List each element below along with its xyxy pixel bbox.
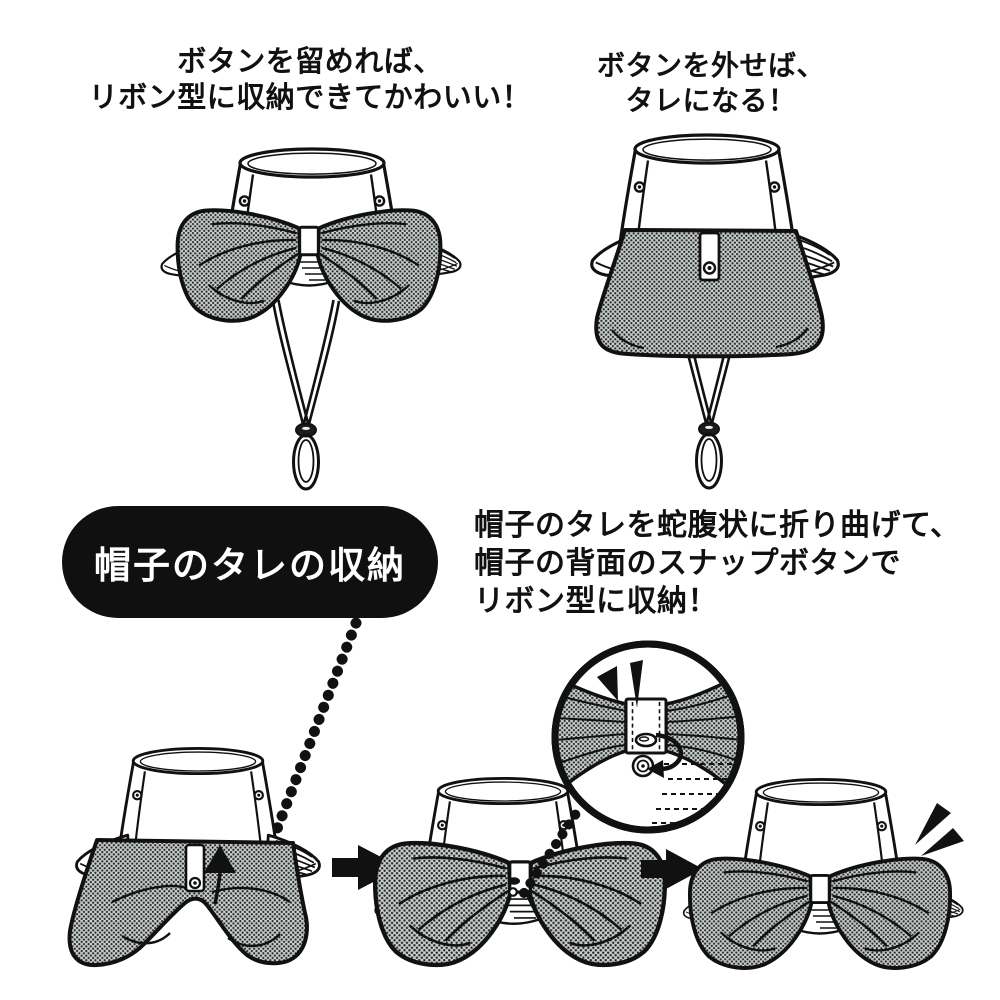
leader-bead-line-zoom [519, 807, 582, 898]
snap-button-icon [634, 732, 658, 748]
caption-line: ボタンを外せば、 [596, 50, 825, 81]
hat-bow-step3-illustration [682, 777, 964, 968]
step-arrow-icon [641, 849, 703, 889]
instruction-line: リボン型に収納！ [474, 585, 718, 618]
fasten-arrow-icon [655, 732, 683, 772]
caption-line: ボタンを留めれば、 [177, 46, 443, 78]
hat-flap [594, 228, 825, 359]
hat-flap-folding [67, 838, 309, 968]
instruction-line: 帽子の背面のスナップボタンで [474, 547, 901, 580]
hat-flap-cord-illustration [590, 133, 840, 490]
emphasis-marks-icon [597, 660, 643, 708]
emphasis-marks-icon [915, 803, 964, 856]
caption-store-as-ribbon: ボタンを留めれば、 リボン型に収納できてかわいい！ [70, 44, 550, 116]
instruction-text: 帽子のタレを蛇腹状に折り曲げて、 帽子の背面のスナップボタンで リボン型に収納！ [474, 507, 986, 621]
hat-flap-step1-illustration [67, 746, 321, 968]
hat-bow-cord-illustration [160, 147, 462, 491]
hat-bow-step2-illustration [375, 776, 665, 965]
caption-line: リボン型に収納できてかわいい！ [88, 82, 532, 114]
snap-button-icon [508, 877, 520, 885]
up-arrow-icon [204, 845, 236, 905]
chin-cord [271, 298, 341, 491]
badge-label: 帽子のタレの収納 [94, 545, 406, 586]
caption-line: タレになる！ [625, 85, 797, 116]
flap-storage-badge: 帽子のタレの収納 [62, 506, 438, 618]
instruction-line: 帽子のタレを蛇腹状に折り曲げて、 [474, 509, 961, 542]
caption-release-flap: ボタンを外せば、 タレになる！ [550, 48, 872, 118]
